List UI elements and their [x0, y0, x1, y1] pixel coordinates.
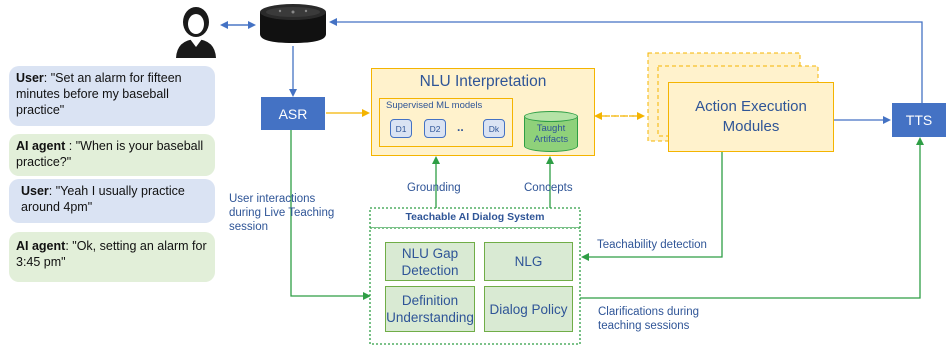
- message-text: : "Yeah I usually practice around 4pm": [21, 184, 185, 214]
- speaker-name: User: [16, 71, 44, 85]
- speaker-name: User: [21, 184, 49, 198]
- nlg-box: NLG: [484, 242, 573, 281]
- teachable-title-frame: [369, 207, 581, 229]
- taught-artifacts-label: Taught Artifacts: [533, 123, 569, 145]
- model-dk-icon: Dk: [483, 119, 505, 138]
- clarifications-line: [579, 137, 924, 299]
- tts-box: TTS: [892, 103, 946, 137]
- person-icon: [176, 7, 216, 58]
- asr-to-teachable-line: [290, 130, 371, 300]
- speaker-name: AI agent: [16, 239, 66, 253]
- supervised-models-label: Supervised ML models: [386, 100, 483, 111]
- concepts-label: Concepts: [524, 182, 573, 194]
- teachability-line: [581, 152, 723, 261]
- grounding-label: Grounding: [407, 182, 461, 194]
- supervised-models-box: [379, 98, 513, 147]
- message-text: : "Set an alarm for fifteen minutes befo…: [16, 71, 182, 117]
- teachability-label: Teachability detection: [597, 239, 707, 251]
- user-message-1: User: "Set an alarm for fifteen minutes …: [9, 66, 215, 126]
- nlu-gap-detection-box: NLU Gap Detection: [385, 242, 475, 281]
- model-d2-icon: D2: [424, 119, 446, 138]
- asr-box: ASR: [261, 97, 325, 130]
- tts-to-speaker-line: [329, 18, 923, 103]
- action-execution-box: Action Execution Modules: [668, 82, 834, 152]
- agent-message-2: AI agent: "Ok, setting an alarm for 3:45…: [9, 232, 215, 282]
- message-text: : "When is your baseball practice?": [16, 139, 204, 169]
- smart-speaker-icon: [260, 4, 326, 43]
- cylinder-top: [524, 111, 578, 122]
- clarifications-label: Clarifications during teaching sessions: [598, 306, 699, 332]
- speaker-name: AI agent: [16, 139, 66, 153]
- model-ellipsis: ..: [457, 120, 464, 134]
- user-interactions-label: User interactions during Live Teaching s…: [229, 193, 335, 233]
- agent-message-1: AI agent : "When is your baseball practi…: [9, 134, 215, 176]
- model-d1-icon: D1: [390, 119, 412, 138]
- nlu-title: NLU Interpretation: [419, 73, 547, 90]
- user-message-2: User: "Yeah I usually practice around 4p…: [9, 179, 215, 223]
- dialog-policy-box: Dialog Policy: [484, 286, 573, 332]
- message-text: : "Ok, setting an alarm for 3:45 pm": [16, 239, 207, 269]
- definition-understanding-box: Definition Understanding: [385, 286, 475, 332]
- teachable-title: Teachable AI Dialog System: [405, 211, 545, 223]
